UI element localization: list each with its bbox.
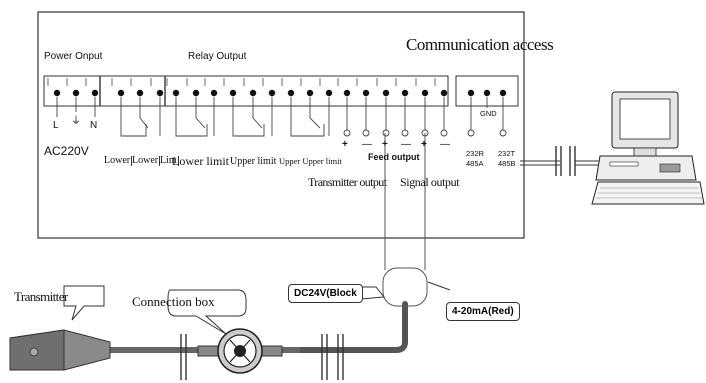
relay-lim-label: Lim xyxy=(160,155,179,166)
rs485a-bottom-label: 485A xyxy=(466,159,484,168)
terminal-dots xyxy=(53,89,507,97)
terminal-dot xyxy=(210,89,218,97)
terminal-dot xyxy=(172,89,180,97)
terminal-dot xyxy=(117,89,125,97)
terminal-dot xyxy=(192,89,200,97)
terminal-dot xyxy=(53,89,61,97)
upper-upper-limit-label: Upper Upper limit xyxy=(279,156,342,166)
transmitter-output-label: Transmitter output xyxy=(308,175,387,189)
terminal-dot xyxy=(268,89,276,97)
plus1: + xyxy=(342,139,348,150)
terminal-dot xyxy=(343,89,351,97)
communication-access-label: Communication access xyxy=(406,35,554,54)
relay-lower1-label: Lower xyxy=(104,155,133,166)
lower-limit-label: Lower limit xyxy=(172,154,229,168)
transmitter-probe xyxy=(9,329,111,371)
terminal-dot xyxy=(401,89,409,97)
lead-terminals xyxy=(343,129,507,137)
plus3: + xyxy=(421,139,427,150)
feed-cable xyxy=(297,133,428,353)
relay-lower2-label: Lower xyxy=(132,155,161,166)
power-input-label: Power Onput xyxy=(44,51,103,62)
terminal-dot xyxy=(382,89,390,97)
upper-limit-label: Upper limit xyxy=(230,156,277,167)
terminal-dot xyxy=(72,89,80,97)
computer-icon xyxy=(591,91,705,205)
terminal-dot xyxy=(136,89,144,97)
connection-box-label: Connection box xyxy=(132,294,215,309)
n-terminal-label: N xyxy=(90,120,98,131)
relay-output-label: Relay Output xyxy=(188,51,247,62)
terminal-dot xyxy=(249,89,257,97)
terminal-dot xyxy=(499,89,507,97)
feed-output-label: Feed output xyxy=(368,152,420,162)
relay-wiring xyxy=(56,97,504,137)
terminal-dot xyxy=(306,89,314,97)
terminal-dot xyxy=(467,89,475,97)
terminal-dot xyxy=(483,89,491,97)
rs485b-top-label: 232T xyxy=(498,149,516,158)
terminal-dot xyxy=(287,89,295,97)
ma-callout: 4-20mA(Red) xyxy=(446,302,520,321)
transmitter-label: Transmitter xyxy=(14,289,68,304)
ac220v-label: AC220V xyxy=(44,144,89,158)
minus3: — xyxy=(440,139,450,150)
terminal-strip-main xyxy=(43,75,449,107)
connection-box-icon xyxy=(197,328,283,374)
minus2: — xyxy=(401,139,411,150)
terminal-dot xyxy=(421,89,429,97)
plus2: + xyxy=(382,139,388,150)
rs485a-top-label: 232R xyxy=(466,149,484,158)
gnd-label: GND xyxy=(480,109,497,118)
terminal-dot xyxy=(325,89,333,97)
dc24v-callout: DC24V(Block xyxy=(288,284,363,303)
terminal-dot xyxy=(229,89,237,97)
comm-cable xyxy=(520,146,600,176)
earth-terminal-label: ⏚ xyxy=(71,116,81,127)
terminal-dot xyxy=(362,89,370,97)
minus1: — xyxy=(362,139,372,150)
l-terminal-label: L xyxy=(53,120,59,131)
terminal-dot xyxy=(156,89,164,97)
controller-box xyxy=(37,11,525,239)
terminal-dot xyxy=(91,89,99,97)
signal-output-label: Signal output xyxy=(400,175,460,189)
rs485b-bottom-label: 485B xyxy=(498,159,516,168)
terminal-dot xyxy=(440,89,448,97)
